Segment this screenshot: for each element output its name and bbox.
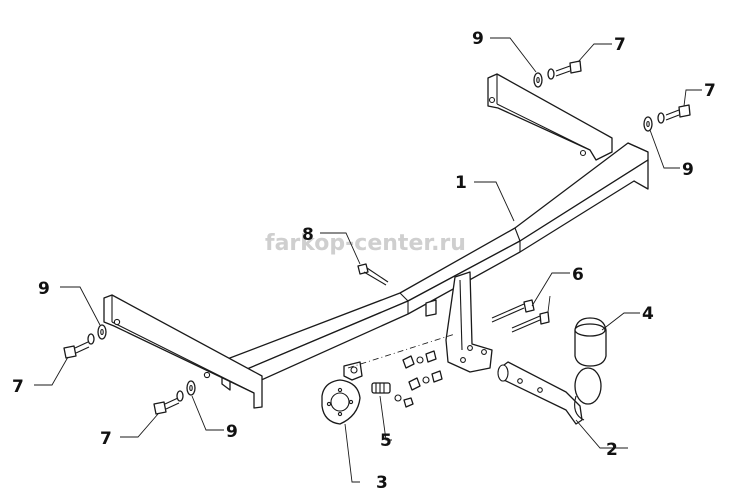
callout-7-left-upper: 7: [12, 377, 24, 397]
callout-3: 3: [376, 473, 388, 493]
callout-7-left-lower: 7: [100, 429, 112, 449]
tow-plate-bracket: [425, 271, 493, 373]
callout-9-top: 9: [472, 29, 484, 49]
bolt-set-6: [491, 299, 550, 333]
callout-6: 6: [572, 265, 584, 285]
callout-2: 2: [606, 440, 618, 460]
callout-4: 4: [642, 304, 654, 324]
left-side-bracket: [103, 294, 263, 409]
tow-ball-cap: [574, 317, 607, 367]
alignment-line: [347, 333, 456, 369]
leader-lines: [34, 37, 702, 483]
socket-plate: [321, 361, 363, 425]
fastener-group-left-lower: [153, 380, 196, 415]
bolt-8: [357, 263, 389, 286]
callout-7-right: 7: [704, 81, 716, 101]
callout-9-left-lower: 9: [226, 422, 238, 442]
callout-8: 8: [302, 225, 314, 245]
callout-5: 5: [380, 431, 392, 451]
callout-9-left-upper: 9: [38, 279, 50, 299]
right-side-bracket: [487, 73, 613, 161]
fastener-group-right: [643, 104, 691, 132]
fastener-group-left-upper: [63, 324, 107, 359]
spring-washer-set: [371, 382, 414, 408]
callout-7-top: 7: [614, 35, 626, 55]
callout-9-right: 9: [682, 160, 694, 180]
watermark-text: farkop-center.ru: [265, 231, 466, 256]
nut-stack: [350, 350, 443, 391]
callout-1: 1: [455, 173, 467, 193]
fastener-group-top: [533, 60, 582, 88]
tow-ball-neck: [497, 361, 602, 425]
